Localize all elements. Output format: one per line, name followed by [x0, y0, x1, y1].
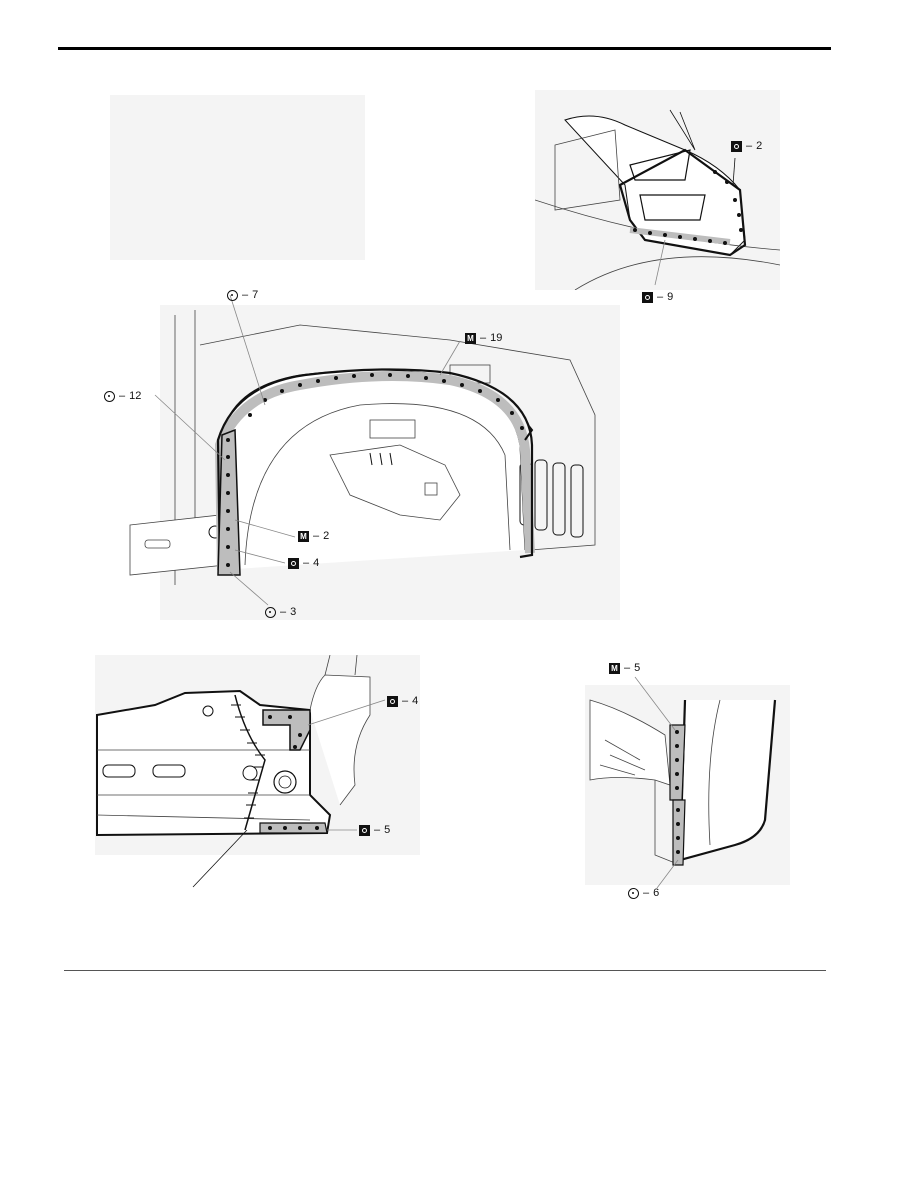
label-dash: –	[374, 824, 381, 836]
label-square-4: – 4	[288, 557, 319, 569]
header-rule	[58, 47, 831, 50]
top-right-drawing	[535, 90, 780, 290]
spot-weld-icon	[628, 887, 639, 899]
square-symbol-icon	[731, 140, 742, 152]
label-text: 4	[313, 557, 320, 569]
label-text: 9	[667, 291, 674, 303]
label-spot-3: – 3	[265, 606, 296, 618]
label-text: 5	[634, 662, 641, 674]
square-symbol-icon	[359, 824, 370, 836]
footer-rule	[64, 970, 826, 971]
sill-drawing	[95, 655, 420, 888]
wheel-arch-drawing	[110, 95, 620, 620]
label-text: 2	[323, 530, 330, 542]
label-dash: –	[643, 887, 650, 899]
label-dash: –	[624, 662, 631, 674]
pillar-base-drawing	[585, 676, 790, 889]
label-text: 19	[490, 332, 503, 344]
label-text: 4	[412, 695, 419, 707]
label-square-4-sill: – 4	[387, 695, 418, 707]
label-square-2: – 2	[731, 140, 762, 152]
label-dash: –	[657, 291, 664, 303]
label-square-9: – 9	[642, 291, 673, 303]
spot-weld-icon	[265, 606, 276, 618]
label-spot-7: – 7	[227, 289, 258, 301]
pillar-base-diagram: M – 5 – 6	[585, 660, 790, 905]
label-text: 2	[756, 140, 763, 152]
label-text: 7	[252, 289, 259, 301]
label-dash: –	[280, 606, 287, 618]
square-symbol-icon	[642, 291, 653, 303]
label-text: 3	[290, 606, 297, 618]
label-mig-2: M – 2	[298, 530, 329, 542]
label-dash: –	[480, 332, 487, 344]
label-square-5-sill: – 5	[359, 824, 390, 836]
wheel-arch-diagram: – 7 M – 19 – 12 M – 2 – 4 – 3	[100, 95, 620, 620]
label-mig-19: M – 19	[465, 332, 502, 344]
label-spot-12: – 12	[104, 390, 141, 402]
label-text: 12	[129, 390, 142, 402]
mig-weld-icon: M	[465, 332, 476, 344]
label-dash: –	[402, 695, 409, 707]
label-dash: –	[303, 557, 310, 569]
label-text: 5	[384, 824, 391, 836]
label-dash: –	[746, 140, 753, 152]
label-spot-6: – 6	[628, 887, 659, 899]
spot-weld-icon	[104, 390, 115, 402]
spot-weld-icon	[227, 289, 238, 301]
mig-weld-icon: M	[609, 662, 620, 674]
sill-diagram: – 4 – 5	[95, 655, 420, 890]
square-symbol-icon	[387, 695, 398, 707]
mig-weld-icon: M	[298, 530, 309, 542]
label-dash: –	[313, 530, 320, 542]
label-dash: –	[242, 289, 249, 301]
label-text: 6	[653, 887, 660, 899]
top-right-diagram: – 2 – 9	[535, 90, 780, 303]
square-symbol-icon	[288, 557, 299, 569]
label-mig-5: M – 5	[609, 662, 640, 674]
label-dash: –	[119, 390, 126, 402]
